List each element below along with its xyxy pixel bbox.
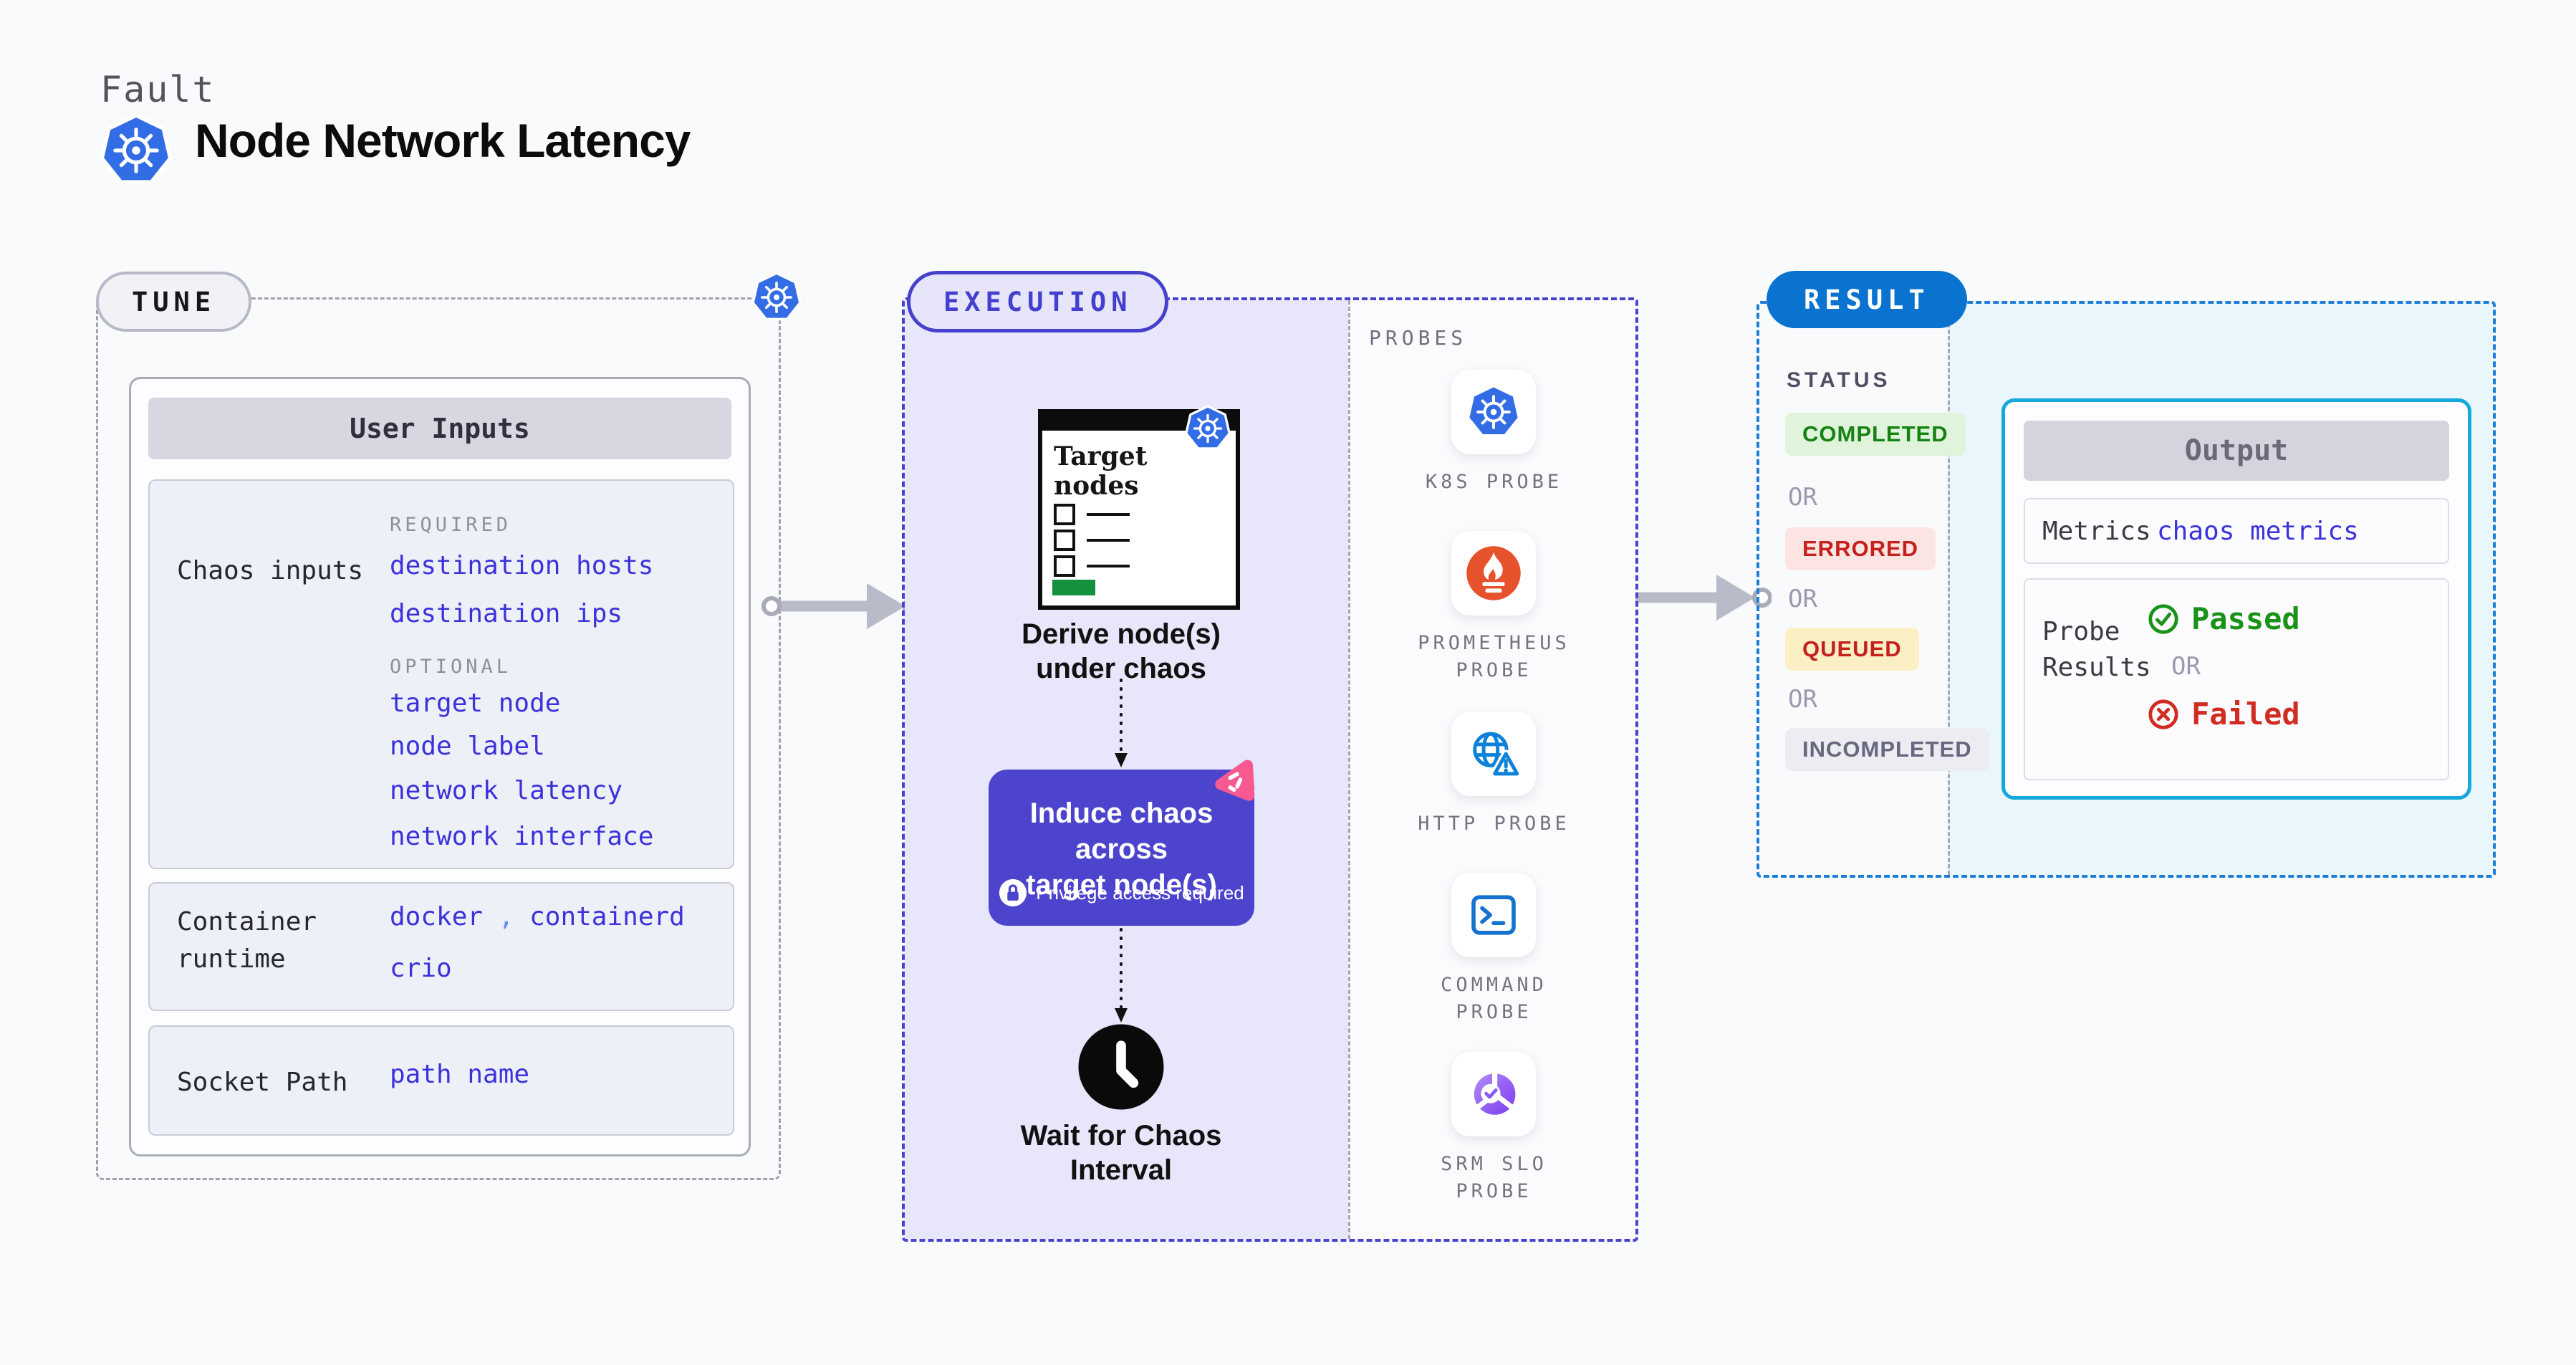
- fault-eyebrow-label: Fault: [100, 69, 216, 110]
- container-runtime-label: Container runtime: [177, 907, 317, 974]
- status-badge-errored: ERRORED: [1785, 527, 1936, 570]
- or-separator: OR: [1788, 585, 1817, 613]
- clock-icon: [1078, 1024, 1164, 1110]
- or-separator: OR: [2171, 652, 2201, 681]
- chaos-inputs-label: Chaos inputs: [177, 556, 364, 585]
- probe-label: HTTP PROBE: [1418, 813, 1570, 835]
- probe-label: K8S PROBE: [1425, 471, 1563, 493]
- probe-results-label: Probe Results: [2042, 617, 2151, 683]
- status-badge-queued: QUEUED: [1785, 628, 1919, 671]
- status-badge-incompleted: INCOMPLETED: [1785, 728, 1989, 771]
- socket-path-value[interactable]: path name: [390, 1060, 530, 1089]
- probes-heading: PROBES: [1369, 326, 1468, 350]
- status-heading: STATUS: [1787, 368, 1891, 392]
- output-header: Output: [2024, 421, 2449, 481]
- execution-section: Target nodes Derive node(s) under chaos …: [902, 297, 1638, 1242]
- user-inputs-card: User Inputs Chaos inputs REQUIRED destin…: [129, 377, 751, 1156]
- status-badge-completed: COMPLETED: [1785, 413, 1966, 456]
- flow-down-arrow: [1115, 928, 1128, 1022]
- runtime-value[interactable]: docker: [390, 902, 484, 931]
- chaos-inputs-section: Chaos inputs REQUIRED destination hosts …: [148, 479, 734, 869]
- or-separator: OR: [1788, 685, 1817, 714]
- metrics-row: Metrics chaos metrics: [2024, 498, 2449, 564]
- derive-nodes-label: Derive node(s) under chaos: [1022, 618, 1221, 684]
- kubernetes-icon: [751, 272, 802, 323]
- node-checkbox-row: [1054, 530, 1130, 551]
- http-globe-warning-icon: [1473, 732, 1522, 778]
- metrics-value[interactable]: chaos metrics: [2157, 516, 2359, 546]
- page-title: Node Network Latency: [195, 114, 691, 167]
- x-circle-icon: [2148, 699, 2178, 729]
- runtime-value[interactable]: containerd: [529, 902, 685, 931]
- slo-donut-check-icon: [1474, 1070, 1516, 1115]
- or-separator: OR: [1788, 483, 1817, 512]
- required-heading: REQUIRED: [390, 514, 512, 536]
- execution-flow-panel: Target nodes Derive node(s) under chaos …: [905, 300, 1348, 1239]
- tune-to-execution-arrow: [761, 583, 922, 629]
- tune-pill: TUNE: [96, 272, 252, 332]
- probe-label: COMMAND PROBE: [1441, 974, 1547, 1023]
- optional-item[interactable]: node label: [390, 732, 545, 761]
- kubernetes-icon: [1466, 384, 1522, 440]
- optional-item[interactable]: target node: [390, 689, 561, 718]
- green-status-bar: [1052, 580, 1095, 595]
- result-section: STATUS COMPLETED OR ERRORED OR QUEUED OR…: [1756, 301, 2496, 878]
- container-runtime-section: Container runtime docker , containerd cr…: [148, 882, 734, 1011]
- induce-chaos-label: Induce chaos across target node(s): [1026, 798, 1217, 901]
- optional-heading: OPTIONAL: [390, 656, 512, 678]
- check-circle-icon: [2148, 603, 2178, 634]
- kubernetes-icon: [1184, 405, 1231, 452]
- tune-section: [96, 297, 781, 1180]
- prometheus-probe-card: [1451, 531, 1536, 616]
- metrics-label: Metrics: [2042, 516, 2151, 546]
- optional-item[interactable]: network latency: [390, 776, 623, 805]
- separator: ,: [498, 902, 514, 931]
- induce-chaos-step: Induce chaos across target node(s) Privi…: [989, 770, 1254, 926]
- http-probe-card: [1451, 712, 1536, 796]
- optional-item[interactable]: network interface: [390, 822, 654, 851]
- command-probe-card: [1451, 873, 1536, 957]
- runtime-value[interactable]: crio: [390, 954, 452, 983]
- lock-icon: [999, 878, 1027, 907]
- kubernetes-icon: [99, 113, 173, 188]
- node-checkbox-row: [1054, 504, 1130, 525]
- result-pill: RESULT: [1767, 271, 1967, 328]
- flow-down-arrow: [1115, 679, 1128, 767]
- socket-path-section: Socket Path path name: [148, 1025, 734, 1136]
- wait-interval-label: Wait for Chaos Interval: [1020, 1120, 1222, 1186]
- privilege-note: Privilege access required: [1036, 881, 1244, 904]
- socket-path-label: Socket Path: [177, 1068, 348, 1097]
- user-inputs-header: User Inputs: [148, 398, 731, 459]
- passed-label: Passed: [2191, 601, 2300, 636]
- probe-label: PROMETHEUS PROBE: [1418, 632, 1570, 681]
- probe-results-row: Probe Results Passed OR: [2024, 578, 2449, 780]
- srm-slo-probe-card: [1451, 1052, 1536, 1136]
- execution-pill: EXECUTION: [907, 271, 1169, 332]
- k8s-probe-card: [1451, 370, 1536, 454]
- required-item[interactable]: destination ips: [390, 599, 623, 628]
- target-nodes-title: Target nodes: [1054, 441, 1148, 502]
- failed-label: Failed: [2191, 696, 2300, 732]
- probe-label: SRM SLO PROBE: [1441, 1153, 1547, 1202]
- terminal-icon: [1471, 895, 1516, 935]
- probes-panel: PROBES K8S PROBE PROMETHEUS PROBE: [1348, 300, 1635, 1239]
- chaos-pink-icon: [1215, 760, 1255, 801]
- node-checkbox-row: [1054, 555, 1130, 577]
- prometheus-icon: [1466, 546, 1521, 600]
- output-card: Output Metrics chaos metrics Probe Resul…: [2001, 398, 2471, 800]
- required-item[interactable]: destination hosts: [390, 551, 654, 580]
